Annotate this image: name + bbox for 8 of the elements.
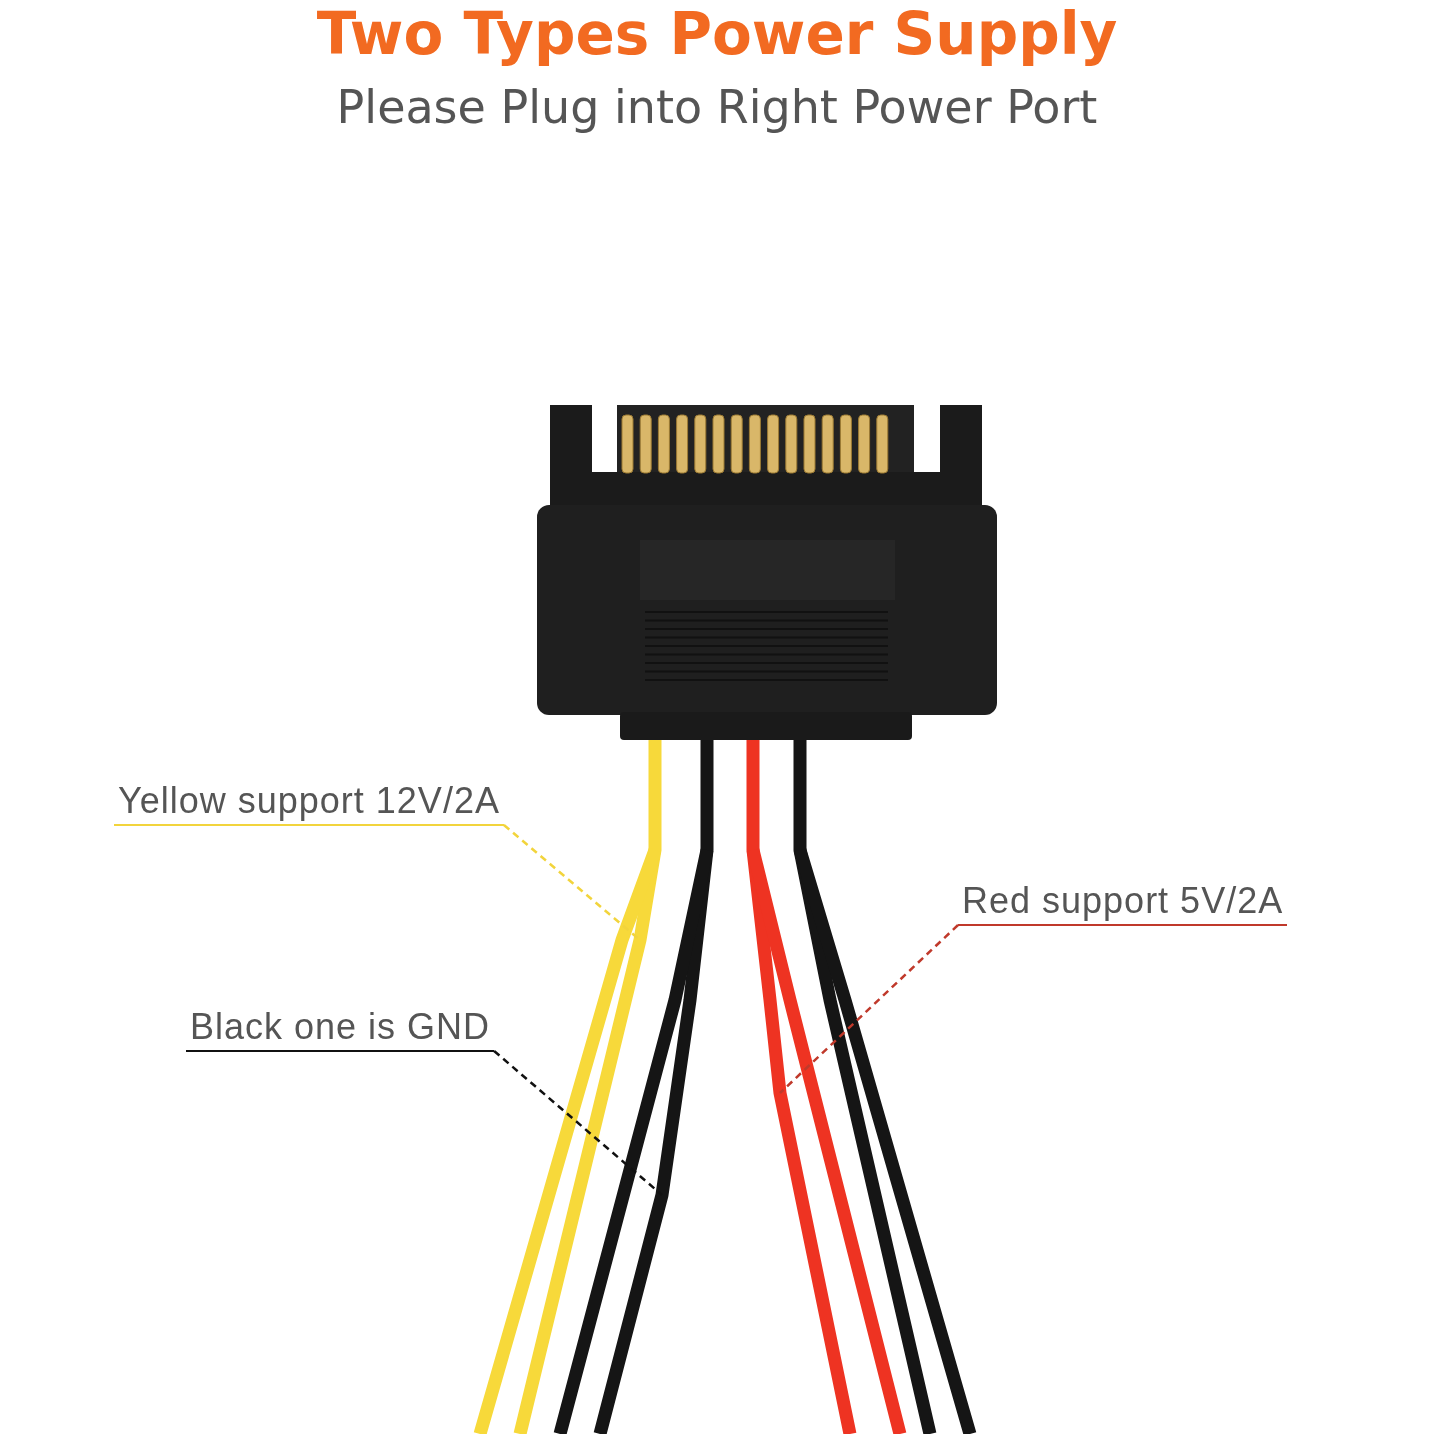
subtitle: Please Plug into Right Power Port — [335, 80, 1099, 134]
callout-label: Black one is GND — [186, 1006, 495, 1052]
wire — [553, 740, 714, 1434]
wire — [746, 740, 907, 1434]
callout-label: Yellow support 12V/2A — [114, 780, 504, 826]
callout-label: Red support 5V/2A — [958, 880, 1288, 926]
leader-line — [779, 924, 959, 1094]
title: Two Types Power Supply — [315, 0, 1119, 68]
